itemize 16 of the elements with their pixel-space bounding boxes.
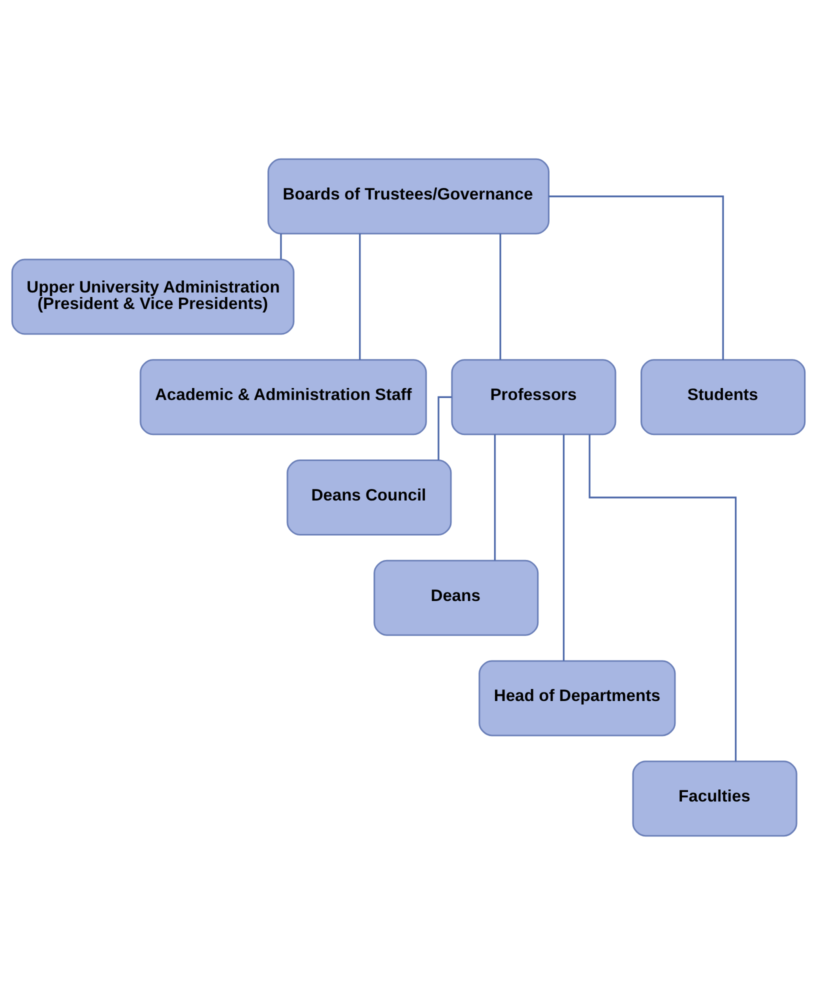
- node-box: Academic & Administration Staff: [140, 358, 427, 435]
- connector: [588, 434, 737, 761]
- node-box: Professors: [451, 358, 616, 435]
- connector: [500, 233, 502, 360]
- node-box: Head of Departments: [478, 660, 676, 736]
- connector: [548, 195, 724, 360]
- node-box: Upper University Administration (President & Vice Presidents): [11, 258, 294, 334]
- node-box: Students: [640, 358, 806, 435]
- connector: [494, 434, 496, 560]
- connector: [280, 233, 282, 259]
- node-box: Faculties: [632, 760, 798, 836]
- node-box: Deans Council: [286, 458, 452, 536]
- node-box: Boards of Trustees/Governance: [268, 158, 550, 234]
- node-box: Deans: [374, 559, 539, 636]
- connector: [359, 233, 361, 360]
- connector: [562, 434, 565, 660]
